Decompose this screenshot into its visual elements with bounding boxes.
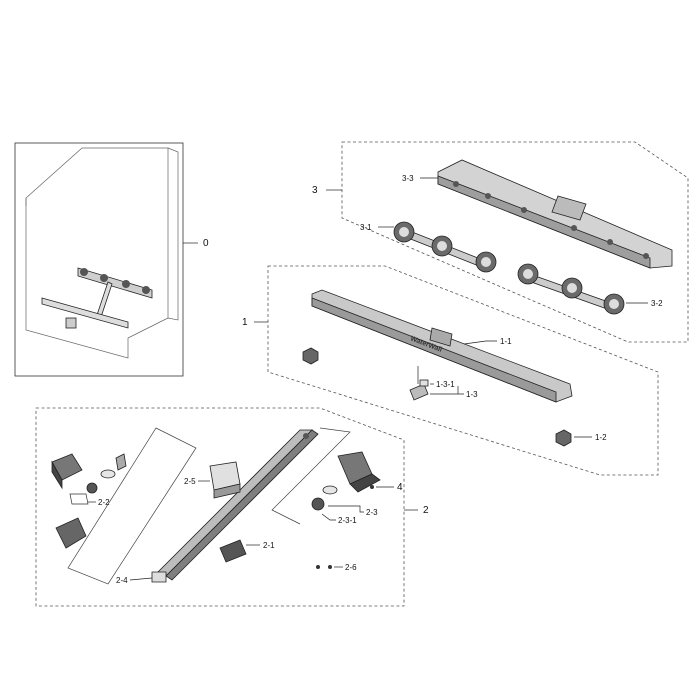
part-1-1-arm-underside — [311, 297, 557, 403]
assembly-2-dashed-frame — [35, 407, 405, 607]
part-2-3-1-gear — [311, 497, 325, 511]
leader-2-3 — [328, 505, 364, 513]
label-3-1: 3-1 — [360, 223, 372, 232]
label-2-1: 2-1 — [263, 541, 275, 550]
label-2-5: 2-5 — [184, 477, 196, 486]
part-2-3-washer — [322, 485, 338, 495]
rail-guide-sheet-2 — [271, 427, 351, 525]
rail-top-cap — [303, 433, 309, 439]
bar-nozzle-c — [521, 207, 527, 213]
wheel-3-hub — [481, 257, 491, 267]
part-2-5-bracket-base — [213, 483, 241, 499]
overview-nozzle-2 — [100, 274, 108, 282]
leader-2-4 — [129, 577, 153, 581]
part-2-6-screw-a — [316, 565, 320, 569]
assembly-0-group: 0 — [14, 142, 209, 377]
part-2-2-gear — [86, 482, 98, 494]
assembly-1-group: 1 WaterWall 1-1 1-3-1 1-3 1-2 — [242, 265, 659, 476]
label-1-3: 1-3 — [466, 390, 478, 399]
part-2-2-bracket-plate — [69, 493, 89, 505]
leader-2-3-1 — [321, 513, 336, 521]
part-2-4-rail-side — [165, 429, 319, 581]
label-2: 2 — [423, 505, 429, 516]
wheel-5-hub — [567, 283, 577, 293]
part-2-6-screw-b — [328, 565, 332, 569]
label-3: 3 — [312, 185, 318, 196]
overview-rail — [41, 297, 129, 329]
leader-1-1 — [463, 340, 497, 345]
part-4-screw — [370, 485, 374, 489]
dishwasher-tub-outline — [25, 147, 169, 359]
overview-nozzle-4 — [142, 286, 150, 294]
label-0: 0 — [203, 238, 209, 249]
wheel-6-hub — [609, 299, 619, 309]
label-1-1: 1-1 — [500, 337, 512, 346]
assembly-3-group: 3 3-3 3-1 3-2 — [312, 141, 689, 343]
label-1: 1 — [242, 317, 248, 328]
wheel-4-hub — [523, 269, 533, 279]
part-1-3-1-clip — [419, 379, 429, 387]
assembly-0-frame — [14, 142, 184, 377]
label-2-2: 2-2 — [98, 498, 110, 507]
bar-nozzle-d — [571, 225, 577, 231]
part-1-3-fitting — [409, 383, 429, 401]
part-3-3-nozzle-bar — [437, 159, 673, 269]
label-2-6: 2-6 — [345, 563, 357, 572]
part-3-3-bar-side — [437, 175, 651, 269]
overview-rail-end — [65, 317, 77, 329]
label-3-2: 3-2 — [651, 299, 663, 308]
arm-center-mount — [429, 327, 453, 347]
overview-nozzle-1 — [80, 268, 88, 276]
part-motor-housing-side — [51, 460, 63, 490]
label-4: 4 — [397, 482, 403, 493]
rail-bottom-cap — [151, 571, 167, 583]
label-2-4: 2-4 — [116, 576, 128, 585]
assembly-3-dashed-frame — [341, 141, 689, 343]
part-nut-left — [302, 347, 319, 365]
bar-nozzle-b — [485, 193, 491, 199]
label-3-3: 3-3 — [402, 174, 414, 183]
rail-guide-sheet — [67, 427, 197, 585]
bar-nozzle-e — [607, 239, 613, 245]
bar-center-hub — [551, 195, 587, 221]
bar-nozzle-a — [453, 181, 459, 187]
part-washer — [100, 469, 116, 479]
wheel-1-hub — [399, 227, 409, 237]
assembly-2-group: 2 2-4 2-5 2-1 2-2 2 — [35, 407, 429, 607]
wheel-2-hub — [437, 241, 447, 251]
label-1-3-1: 1-3-1 — [436, 380, 455, 389]
label-1-2: 1-2 — [595, 433, 607, 442]
part-2-1-clip — [219, 539, 247, 563]
overview-spray-bar — [77, 267, 153, 299]
overview-nozzle-3 — [122, 280, 130, 288]
assembly-1-dashed-frame — [267, 265, 659, 476]
part-drive-unit — [55, 517, 87, 549]
part-1-2-nut — [555, 429, 572, 447]
bar-nozzle-f — [643, 253, 649, 259]
label-2-3-1: 2-3-1 — [338, 516, 357, 525]
part-screw — [115, 453, 127, 471]
part-pump-base — [349, 473, 381, 493]
label-2-3: 2-3 — [366, 508, 378, 517]
leader-1-3-bracket — [430, 386, 464, 395]
tub-side-outline — [25, 147, 179, 321]
